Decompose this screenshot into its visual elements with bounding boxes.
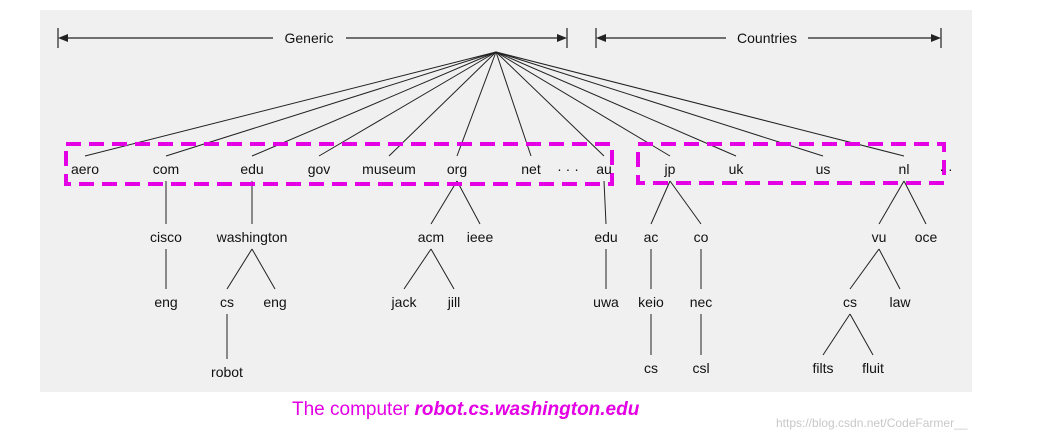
node-keio-cs: cs (644, 360, 658, 376)
node-aero: aero (71, 161, 99, 177)
edge-root-gov (318, 51, 497, 157)
edge-root-org (456, 51, 497, 157)
edge-nl-vu (878, 180, 905, 225)
node-robot: robot (211, 364, 243, 380)
edge-washington-wash_cs (226, 248, 253, 290)
edge-org-ieee (456, 180, 481, 225)
node-uwa: uwa (593, 294, 619, 310)
edge-org-acm (430, 180, 458, 225)
node-jp: jp (664, 161, 676, 177)
edge-root-uk (495, 51, 737, 157)
edge-root-aero (84, 51, 497, 157)
edge-acm-jill (430, 248, 455, 290)
node-generic-ellipsis: · · · (557, 161, 579, 177)
node-country-ellipsis: · · (939, 161, 952, 177)
node-csl: csl (692, 360, 709, 376)
node-au: au (596, 161, 612, 177)
domain-tree-svg: Generic Countries aero com edu gov museum org… (57, 28, 953, 380)
edge-acm-jack (403, 248, 432, 290)
node-acm: acm (418, 229, 444, 245)
node-ac: ac (644, 229, 659, 245)
node-org: org (447, 161, 467, 177)
node-cisco: cisco (150, 229, 182, 245)
edge-washington-wash_eng (251, 248, 276, 290)
edge-root-us (495, 51, 824, 157)
node-vu: vu (872, 229, 887, 245)
node-jill: jill (447, 294, 460, 310)
countries-extent-marker: Countries (595, 28, 942, 48)
node-com: com (153, 161, 179, 177)
generic-extent-marker: Generic (57, 28, 568, 48)
edge-root-nl (495, 51, 905, 157)
edge-root-edu (251, 51, 497, 157)
edge-vu_cs-filts (822, 313, 851, 356)
edge-jp-ac (650, 180, 671, 225)
edge-root-jp (495, 51, 671, 157)
watermark: https://blog.csdn.net/CodeFarmer__ (776, 416, 968, 430)
edge-au-au_edu (603, 180, 607, 225)
edge-root-au (495, 51, 605, 157)
edge-jp-co (669, 180, 702, 225)
node-ieee: ieee (467, 229, 494, 245)
edge-vu-law (878, 248, 901, 290)
edge-nl-oce (903, 180, 927, 225)
node-wash-eng: eng (263, 294, 286, 310)
edge-root-com (165, 51, 497, 157)
node-vu-cs: cs (843, 294, 857, 310)
domain-tree-diagram: Generic Countries aero com edu gov museum org… (40, 10, 972, 392)
node-au-edu: edu (594, 229, 617, 245)
node-washington: washington (216, 229, 288, 245)
node-cisco-eng: eng (154, 294, 177, 310)
node-co: co (694, 229, 709, 245)
node-jack: jack (391, 294, 418, 310)
node-fluit: fluit (862, 360, 884, 376)
edge-vu_cs-fluit (849, 313, 874, 356)
tree-edges (84, 51, 927, 359)
caption-prefix: The computer (292, 399, 415, 420)
node-gov: gov (308, 161, 331, 177)
node-law: law (889, 294, 911, 310)
node-wash-cs: cs (220, 294, 234, 310)
node-nec: nec (690, 294, 713, 310)
caption-hostname: robot.cs.washington.edu (414, 399, 640, 420)
countries-label: Countries (737, 30, 797, 46)
node-edu: edu (240, 161, 263, 177)
edge-root-net (495, 51, 532, 157)
generic-domains-highlight-box (64, 142, 614, 186)
node-keio: keio (638, 294, 664, 310)
caption: The computer robot.cs.washington.edu (292, 399, 639, 421)
node-net: net (521, 161, 541, 177)
node-filts: filts (813, 360, 834, 376)
edge-root-museum (388, 51, 497, 157)
node-museum: museum (362, 161, 416, 177)
node-us: us (816, 161, 831, 177)
node-nl: nl (899, 161, 910, 177)
node-oce: oce (915, 229, 938, 245)
generic-label: Generic (284, 30, 333, 46)
edge-vu-vu_cs (849, 248, 880, 290)
tree-nodes: aero com edu gov museum org net · · · au jp uk us nl… (71, 161, 953, 380)
country-domains-highlight-box (636, 142, 946, 185)
node-uk: uk (729, 161, 745, 177)
